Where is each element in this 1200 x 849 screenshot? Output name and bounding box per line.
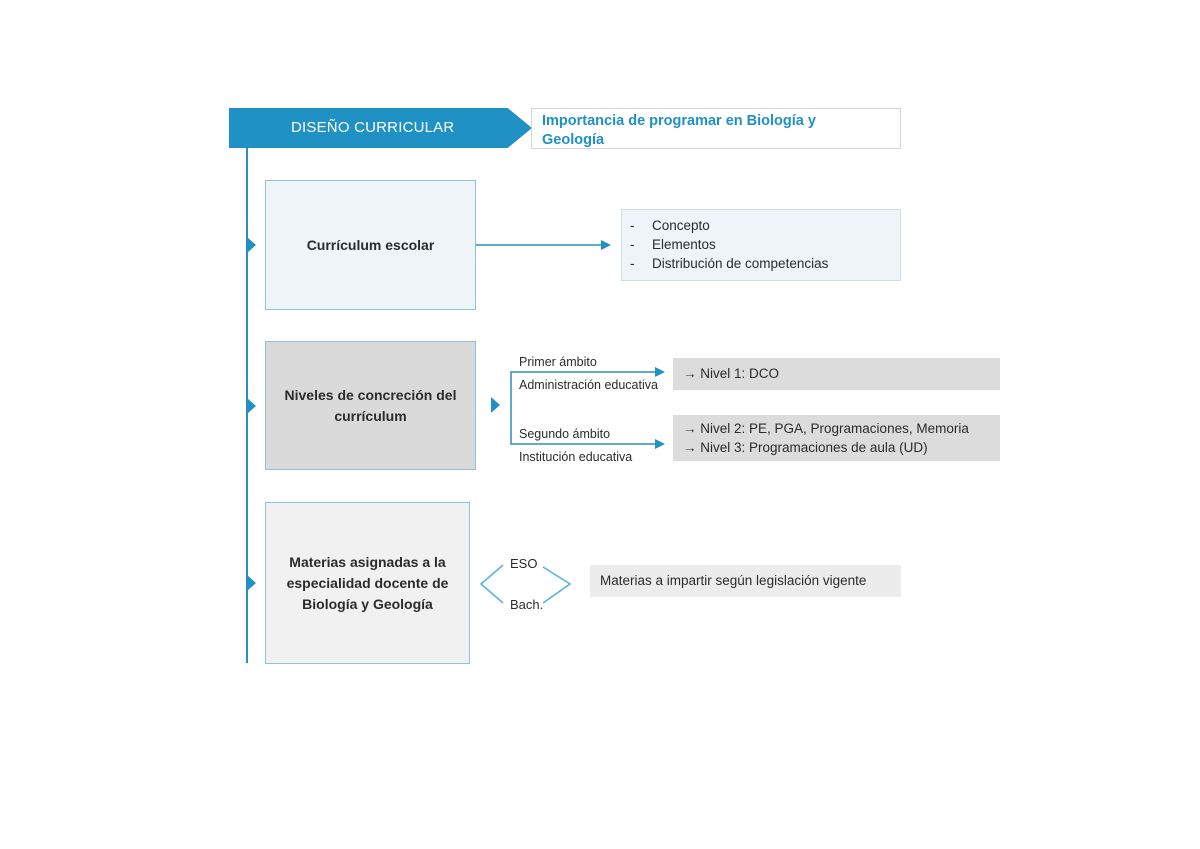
niveles-bracket: [510, 371, 655, 445]
nivel1-arrowhead: [655, 367, 665, 377]
nivel-2-3-box: → Nivel 2: PE, PGA, Programaciones, Memo…: [673, 415, 1000, 461]
materias-info-text: Materias a impartir según legislación vi…: [600, 573, 867, 588]
title-line-2: Geología: [542, 132, 605, 148]
list-item: - Concepto: [630, 216, 892, 235]
list-item-label: Elementos: [652, 237, 716, 252]
curriculum-marker: [247, 237, 256, 253]
materias-label: Materias asignadas a la especialidad doc…: [286, 553, 449, 612]
nivel23-arrowhead: [655, 439, 665, 449]
niveles-output-marker: [491, 397, 500, 413]
bullet: -: [630, 256, 635, 271]
curriculum-box: Currículum escolar: [265, 180, 476, 310]
section-label: DISEÑO CURRICULAR: [291, 119, 455, 136]
materias-info-box: Materias a impartir según legislación vi…: [590, 565, 901, 597]
bullet: -: [630, 237, 635, 252]
administracion-label: Administración educativa: [519, 378, 658, 392]
curriculum-arrowhead: [601, 240, 611, 250]
header-banner: DISEÑO CURRICULAR: [229, 108, 532, 148]
title-line-1: Importancia de programar en Biología y: [542, 113, 816, 129]
list-item-label: Concepto: [652, 218, 710, 233]
nivel-3-text: → Nivel 3: Programaciones de aula (UD): [683, 440, 928, 455]
nivel-1-text: → Nivel 1: DCO: [683, 366, 780, 381]
niveles-marker: [247, 398, 256, 414]
institucion-label: Institución educativa: [519, 450, 633, 464]
list-item-label: Distribución de competencias: [652, 256, 829, 271]
segundo-ambito-label: Segundo ámbito: [519, 427, 611, 441]
nivel-1-box: → Nivel 1: DCO: [673, 358, 1000, 390]
niveles-box: Niveles de concreción del currículum: [265, 341, 476, 470]
curriculum-label: Currículum escolar: [306, 236, 435, 253]
list-item: - Elementos: [630, 235, 892, 254]
page-title: Importancia de programar en Biología y G…: [531, 108, 901, 149]
niveles-label: Niveles de concreción del currículum: [284, 386, 457, 424]
list-item: - Distribución de competencias: [630, 254, 892, 273]
materias-marker: [247, 575, 256, 591]
nivel-2-text: → Nivel 2: PE, PGA, Programaciones, Memo…: [683, 421, 969, 436]
materias-box: Materias asignadas a la especialidad doc…: [265, 502, 470, 664]
curriculum-list: - Concepto - Elementos - Distribución de…: [621, 209, 901, 281]
bach-label: Bach.: [510, 597, 544, 612]
bullet: -: [630, 218, 635, 233]
materias-left-brace: [479, 564, 504, 604]
primer-ambito-label: Primer ámbito: [519, 355, 597, 369]
materias-right-brace: [542, 566, 572, 604]
eso-label: ESO: [510, 556, 538, 571]
